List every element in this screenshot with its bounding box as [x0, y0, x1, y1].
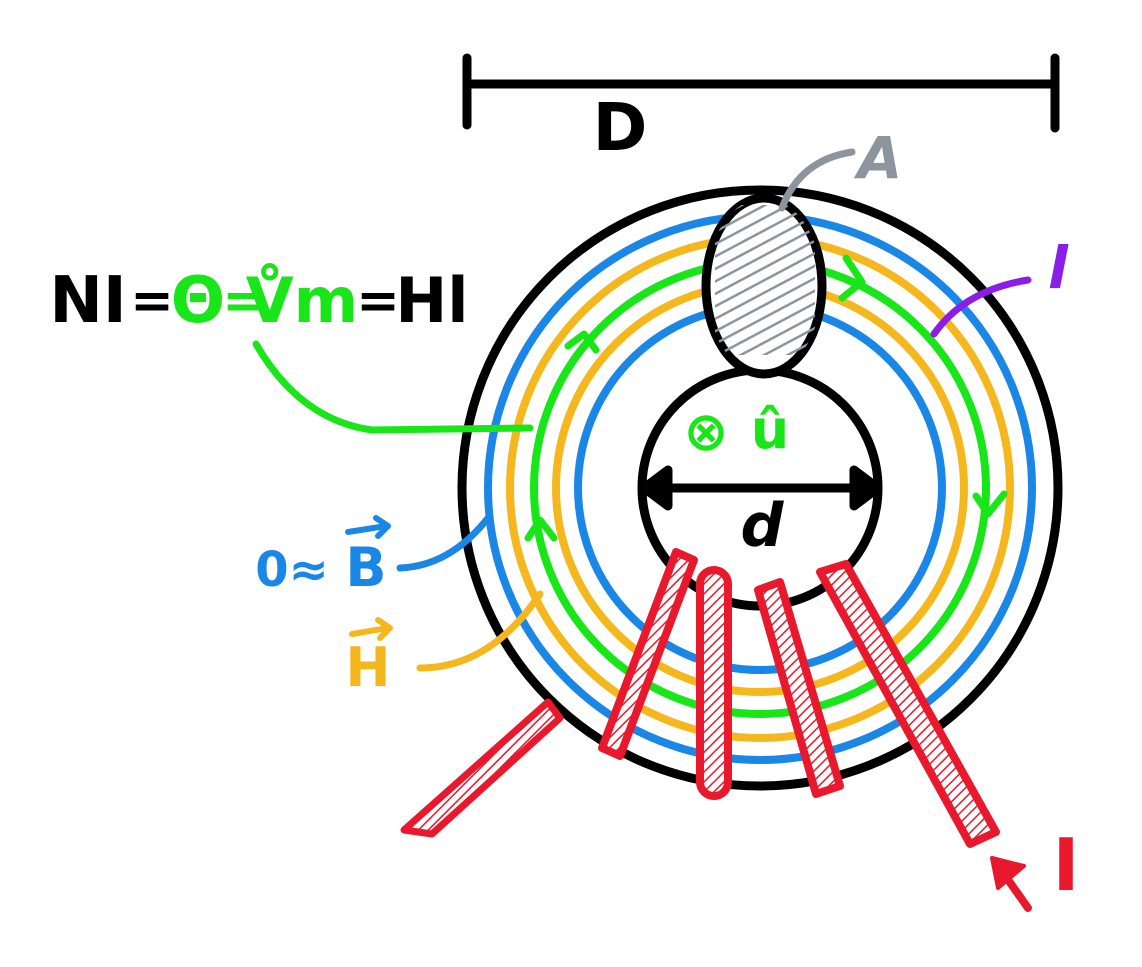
equation-vm: V̊m — [246, 263, 359, 337]
b-field-label: B — [345, 536, 386, 599]
b-field-prefix: 0≈ — [255, 542, 329, 598]
equation-hl: Hl — [395, 264, 468, 337]
h-vector-arrow — [349, 617, 393, 641]
area-label: A — [854, 124, 903, 192]
b-vector-arrow — [345, 515, 391, 539]
inner-diameter-label: d — [741, 491, 785, 561]
h-field-label: H — [345, 636, 390, 699]
winding-lead-wire — [400, 698, 564, 838]
winding-turn-2 — [696, 566, 732, 800]
path-length-pointer-line — [930, 276, 1032, 338]
equation-equals-3: = — [356, 271, 400, 331]
area-pointer-line — [778, 148, 856, 212]
equation-theta: Θ — [171, 264, 225, 338]
current-arrow — [990, 856, 1032, 912]
mmf-equation: NI = Θ = V̊m = Hl — [49, 263, 468, 338]
path-direction-arrows — [524, 254, 1008, 542]
equation-ni: NI — [49, 264, 126, 338]
cross-section-hatching — [715, 205, 815, 355]
equation-pointer-line — [252, 340, 534, 434]
unit-vector-label: û — [751, 398, 789, 461]
h-field-pointer-line — [416, 590, 544, 672]
outer-diameter-label: D — [593, 89, 648, 166]
equation-equals-1: = — [130, 271, 174, 331]
outer-diameter-dimension — [462, 53, 1060, 133]
current-label: I — [1053, 823, 1080, 907]
equation-equals-2: = — [222, 271, 266, 331]
winding-turns — [598, 548, 1000, 848]
toroid-outer-boundary — [457, 185, 1063, 791]
inner-diameter-arrow — [639, 465, 883, 511]
b-field-pointer-line — [396, 514, 492, 572]
into-page-symbol: ⊗ — [683, 400, 728, 463]
path-length-label: l — [1048, 234, 1069, 302]
winding-turn-3 — [754, 578, 844, 798]
winding-turn-1 — [598, 548, 698, 760]
winding-turn-4 — [816, 560, 1000, 848]
